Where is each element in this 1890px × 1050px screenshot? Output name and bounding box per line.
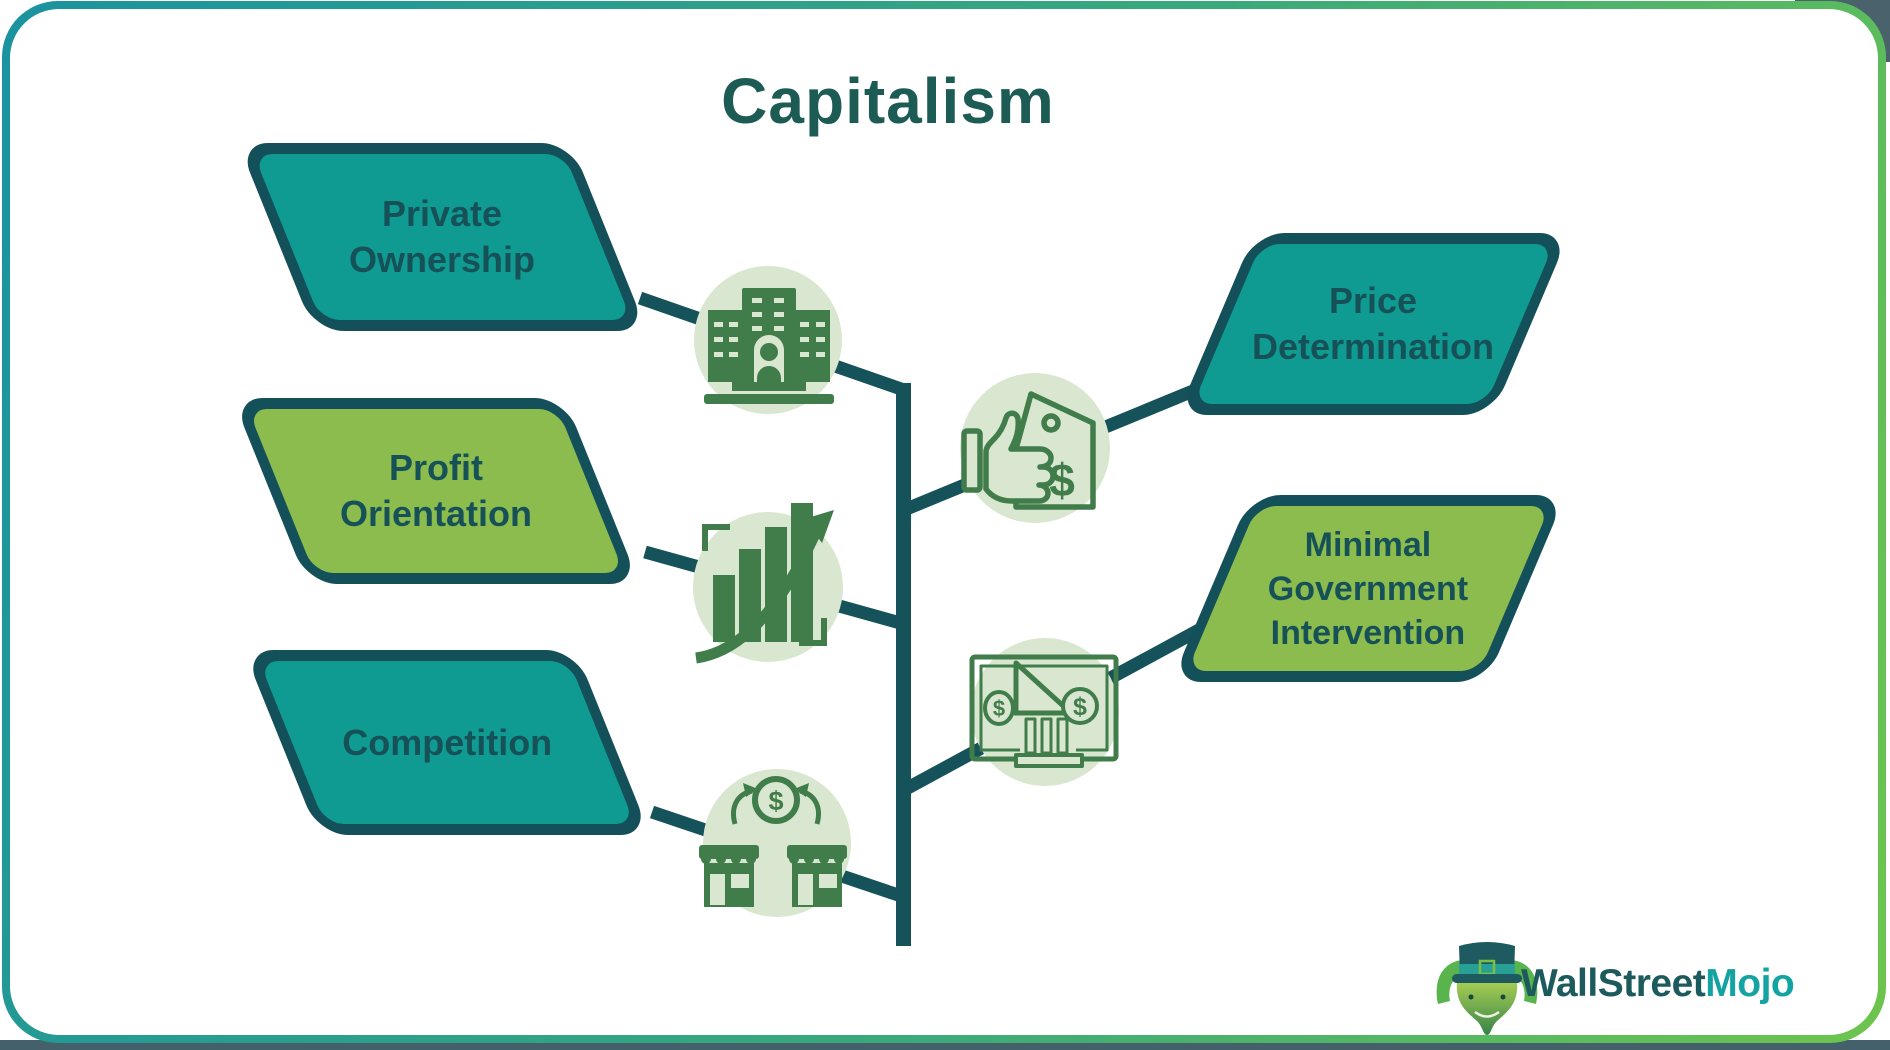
growth-chart-icon [695, 503, 834, 664]
feature-label: Minimal Government Intervention [1268, 525, 1469, 652]
brand-wallstreet: WallStreet [1521, 962, 1706, 1005]
competing-stores-icon: $ [699, 776, 847, 907]
svg-text:$: $ [768, 786, 783, 816]
bull-mascot-icon [1436, 942, 1538, 1035]
page-title: Capitalism [721, 65, 1055, 137]
brand-wordmark: WallStreetMojo [1521, 962, 1795, 1006]
thumbs-up-price-tag-icon: $ [961, 391, 1096, 510]
trunk-line [896, 383, 911, 946]
feature-label: Profit Orientation [339, 447, 532, 534]
svg-text:$: $ [1073, 693, 1087, 721]
feature-label: Private Ownership [349, 193, 536, 280]
feature-label: Price Determination [1252, 280, 1495, 367]
feature-label: Competition [342, 721, 552, 763]
backdrop-bottom [0, 1040, 1890, 1050]
svg-text:$: $ [993, 696, 1005, 721]
government-banknote-icon: $ $ [969, 654, 1119, 768]
brand-mojo: Mojo [1705, 962, 1795, 1005]
office-building-icon [704, 288, 834, 404]
